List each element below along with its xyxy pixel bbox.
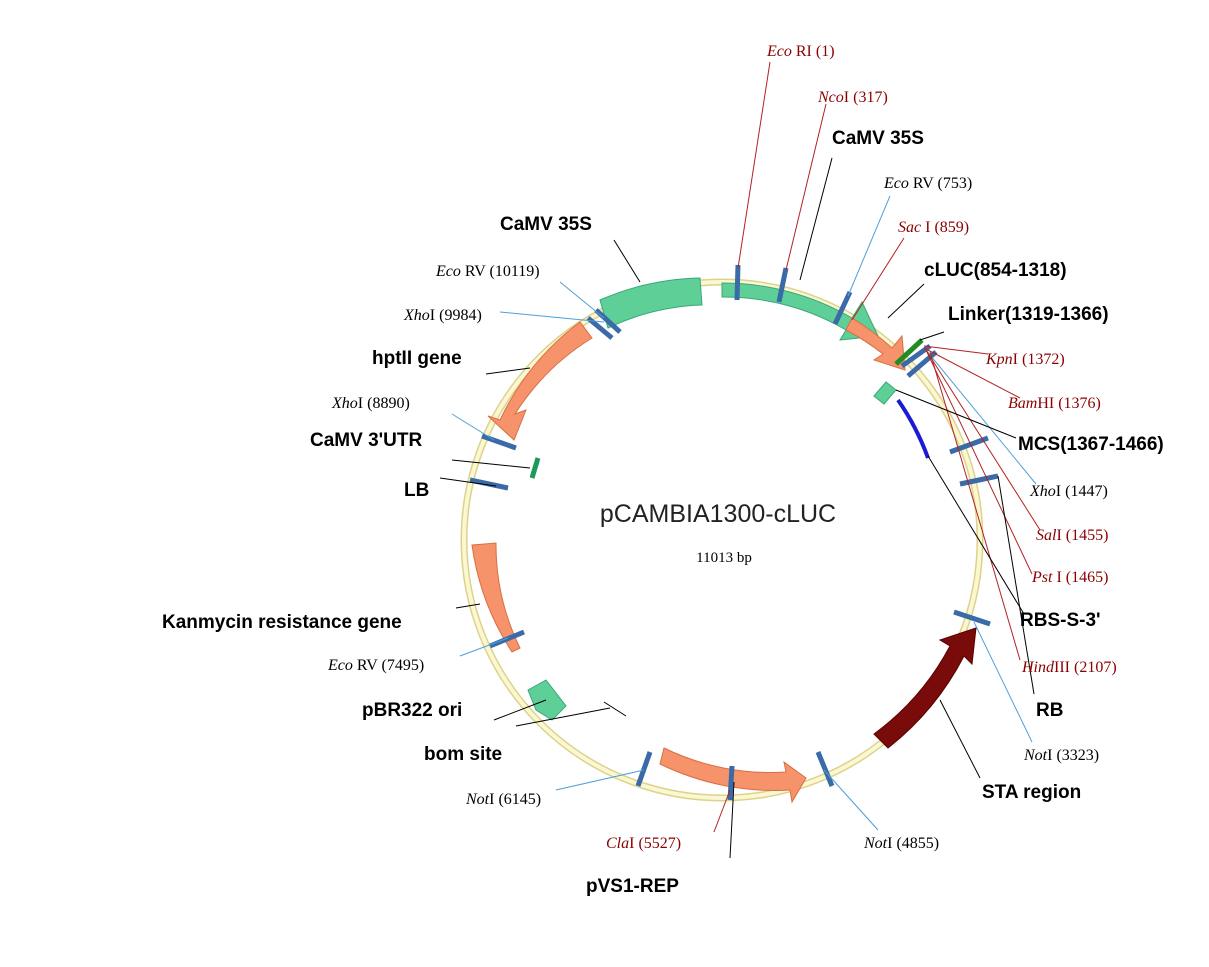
plasmid-title: pCAMBIA1300-cLUC [600,500,836,528]
label-bom: bom site [424,744,502,765]
site-noti-4855: NotI (4855) [863,835,939,852]
cut-marks [469,264,999,801]
site-ecorv-753: Eco RV (753) [883,175,972,192]
label-sta: STA region [982,782,1081,803]
label-kanr: Kanmycin resistance gene [162,612,402,633]
site-kpni: KpnI (1372) [985,351,1065,368]
site-xhoi-8890: XhoI (8890) [331,395,410,412]
site-psti: Pst I (1465) [1031,569,1108,586]
label-pvs1: pVS1-REP [586,876,679,897]
feature-pbr322-arc[interactable] [527,679,567,721]
site-clai: ClaI (5527) [606,835,681,852]
site-xhoi-9984: XhoI (9984) [403,307,482,324]
site-noti-6145: NotI (6145) [465,791,541,808]
label-linker: Linker(1319-1366) [948,304,1109,325]
site-noti-3323: NotI (3323) [1023,747,1099,764]
label-hptii: hptII gene [372,348,462,369]
site-bamhi: BamHI (1376) [1008,395,1101,412]
feature-leader-lines [439,157,1035,859]
feature-cluc-arc[interactable] [845,317,906,371]
site-ecori: Eco RI (1) [766,43,835,60]
feature-mcs-mark [873,381,897,405]
leader-lines [451,61,1041,833]
feature-camv35s-left-arc[interactable] [599,277,703,329]
label-cluc: cLUC(854-1318) [924,260,1067,281]
site-hindiii: HindIII (2107) [1021,659,1117,676]
site-sali: SalI (1455) [1036,527,1108,544]
site-saci: Sac I (859) [898,219,969,236]
label-lb: LB [404,480,429,501]
label-camv35s-top: CaMV 35S [832,128,924,149]
label-camv35s-left: CaMV 35S [500,214,592,235]
label-rb: RB [1036,700,1063,721]
feature-sta-arc[interactable] [873,627,977,749]
feature-kanr-arc[interactable] [471,542,521,653]
label-rbs: RBS-S-3' [1020,610,1101,631]
feature-hptii-arc[interactable] [487,321,593,441]
label-mcs: MCS(1367-1466) [1018,434,1164,455]
plasmid-size: 11013 bp [696,550,752,566]
label-pbr322: pBR322 ori [362,700,462,721]
plasmid-backbone-inner [462,280,982,800]
feature-rbs-arc [896,398,930,459]
label-utr: CaMV 3'UTR [310,430,422,451]
feature-lb-mark [529,457,541,479]
site-ecorv-10119: Eco RV (10119) [435,263,540,280]
feature-linker-mark [894,338,924,366]
site-ncoi: NcoI (317) [817,89,888,106]
site-xhoi-1447: XhoI (1447) [1029,483,1108,500]
site-ecorv-7495: Eco RV (7495) [327,657,424,674]
